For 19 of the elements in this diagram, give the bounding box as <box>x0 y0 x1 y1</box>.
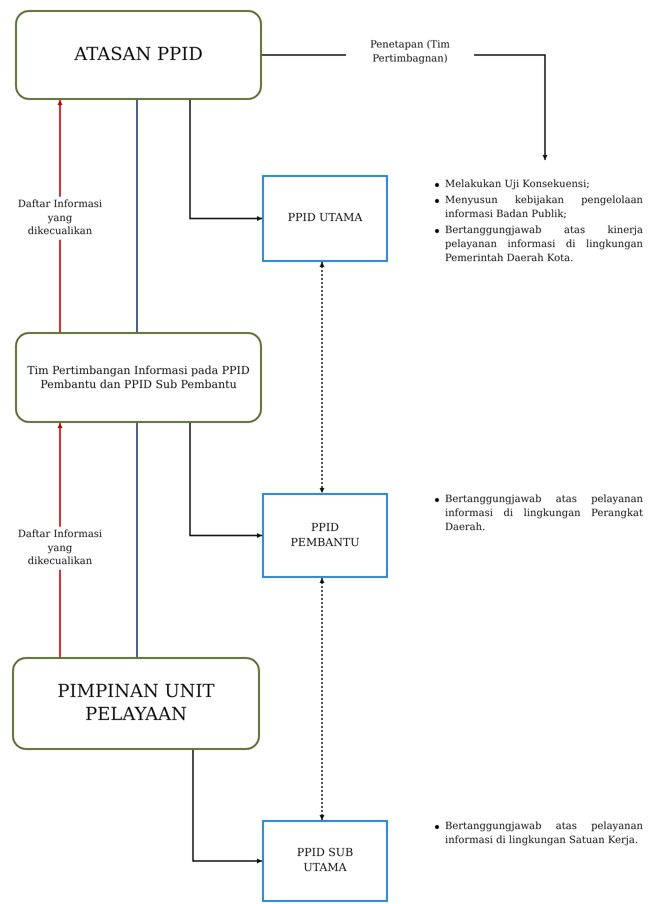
rounded-box: PIMPINAN UNIT PELAYAAN <box>12 657 260 750</box>
dotted-arrow <box>320 578 324 820</box>
bullet-item: Bertanggungjawab atas pelayanan informasi di lingkungan Perangkat Daerah. <box>445 494 643 533</box>
bullet-item: Bertanggungjawab atas pelayanan informasi di lingkungan Satuan Kerja. <box>445 821 643 846</box>
arrow <box>189 423 262 538</box>
process-box: PPID PEMBANTU <box>262 493 388 578</box>
edge-label: Penetapan (Tim Pertimbagnan) <box>346 38 474 66</box>
connector-line <box>136 100 138 332</box>
arrow <box>192 750 262 864</box>
process-box: PPID SUB UTAMA <box>262 820 388 902</box>
rounded-box: Tim Pertimbangan Informasi pada PPID Pembantu dan PPID Sub Pembantu <box>15 332 262 423</box>
process-box: PPID UTAMA <box>262 175 388 262</box>
rounded-box: ATASAN PPID <box>15 10 262 100</box>
bullet-item: Melakukan Uji Konsekuensi; <box>445 179 590 190</box>
arrow <box>189 100 262 221</box>
bullet-item: Bertanggungjawab atas kinerja pelayanan informasi di lingkungan Pemerintah Daerah Kota. <box>445 225 643 264</box>
dotted-arrow <box>320 262 324 493</box>
connector-line <box>136 423 138 657</box>
bullet-item: Menyusun kebijakan pengelolaan informasi Badan Publik; <box>445 195 643 220</box>
